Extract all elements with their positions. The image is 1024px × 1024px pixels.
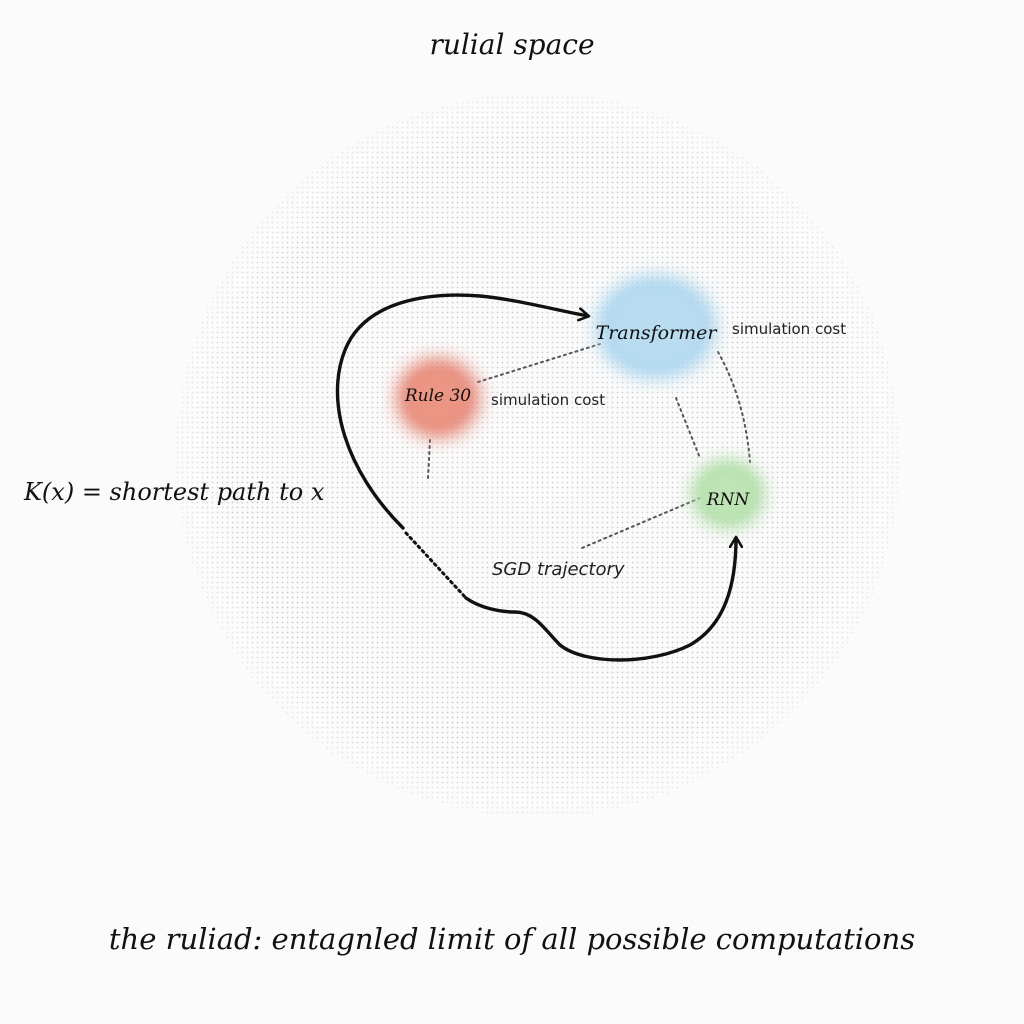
node-rule30-label: Rule 30 <box>404 386 471 406</box>
node-transformer-blob <box>596 275 716 379</box>
node-rule30-blob <box>396 358 480 438</box>
annotation-simulation-cost-transformer: simulation cost <box>732 320 846 338</box>
computation-paths <box>335 293 736 662</box>
path-dotted-segment <box>404 531 468 600</box>
diagram-title: rulial space <box>429 28 595 61</box>
rulial-space-region <box>176 93 900 817</box>
diagram-caption: the ruliad: entagnled limit of all possi… <box>108 922 916 956</box>
node-transformer-label: Transformer <box>596 322 719 344</box>
path-to-transformer <box>335 293 588 530</box>
node-rnn-blob <box>692 460 764 528</box>
link-transformer-rnn-inner <box>675 397 701 459</box>
annotation-sgd-trajectory: SGD trajectory <box>492 559 625 580</box>
path-to-rnn <box>464 538 736 662</box>
link-rule30-down <box>427 439 431 479</box>
annotation-simulation-cost-rule30: simulation cost <box>491 391 605 409</box>
annotation-kolmogorov-complexity: K(x) = shortest path to x <box>23 478 325 506</box>
node-rnn-label: RNN <box>706 490 751 510</box>
link-transformer-rnn-outer <box>717 351 751 463</box>
dotted-links <box>404 343 751 600</box>
